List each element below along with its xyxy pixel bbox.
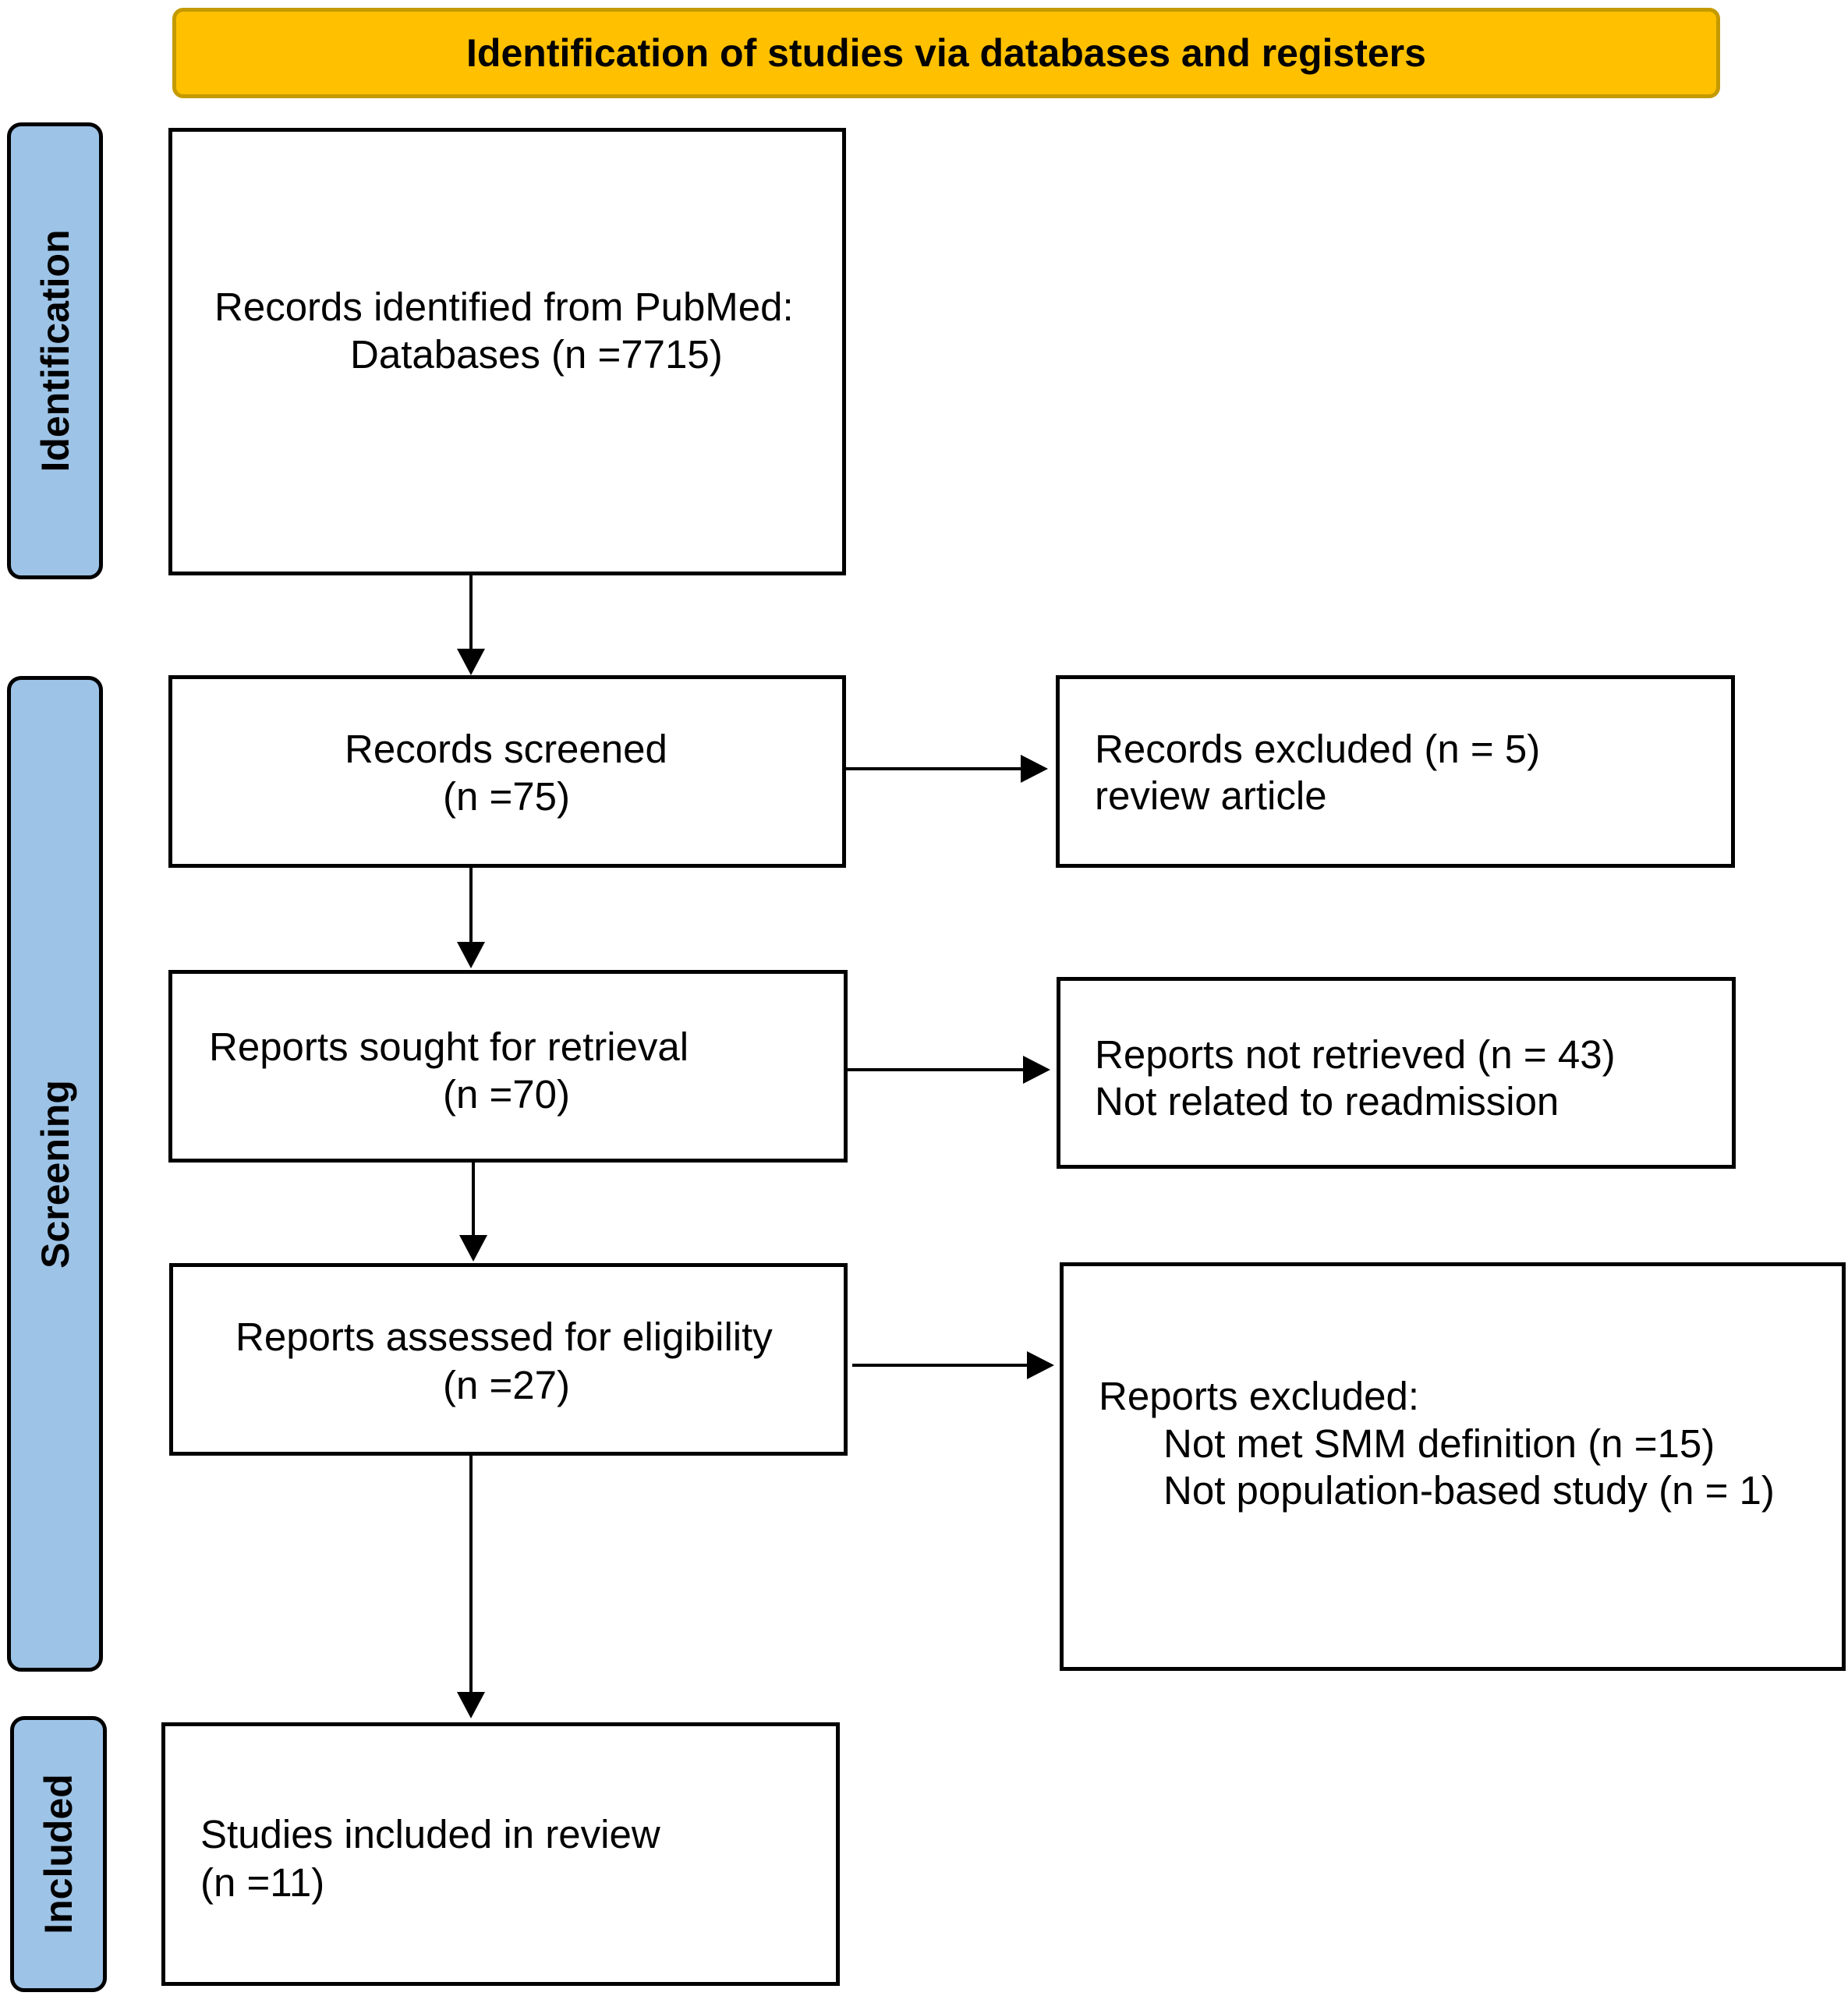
box-reports-not-retrieved-line1: Reports not retrieved (n = 43) <box>1095 1032 1616 1077</box>
box-records-screened-line2: (n =75) <box>443 774 571 819</box>
box-records-identified: Records identified from PubMed: Database… <box>168 128 846 575</box>
header-banner: Identification of studies via databases … <box>172 8 1720 98</box>
box-studies-included-line2: (n =11) <box>200 1860 325 1905</box>
box-records-excluded-line2: review article <box>1095 773 1327 818</box>
arrowhead-assessed <box>459 1235 487 1262</box>
arrowhead-sought <box>457 942 485 968</box>
arrowhead-reports-excluded <box>1027 1351 1054 1379</box>
box-reports-assessed-line1: Reports assessed for eligibility <box>235 1315 773 1359</box>
header-title: Identification of studies via databases … <box>466 31 1426 75</box>
box-reports-excluded-line3: Not population-based study (n = 1) <box>1163 1468 1775 1513</box>
box-reports-sought: Reports sought for retrieval (n =70) <box>168 970 848 1163</box>
phase-screening: Screening <box>7 676 103 1672</box>
box-reports-excluded-line2: Not met SMM definition (n =15) <box>1163 1421 1715 1466</box>
arrowhead-not-retrieved <box>1023 1056 1050 1084</box>
arrowhead-included <box>457 1692 485 1718</box>
phase-identification: Identification <box>7 122 103 579</box>
box-reports-excluded: Reports excluded: Not met SMM definition… <box>1060 1262 1846 1671</box>
arrowhead-screened <box>457 649 485 675</box>
box-studies-included: Studies included in review (n =11) <box>161 1722 840 1986</box>
box-reports-excluded-line1: Reports excluded: <box>1099 1374 1420 1418</box>
box-reports-not-retrieved: Reports not retrieved (n = 43) Not relat… <box>1057 977 1736 1169</box>
box-records-screened: Records screened (n =75) <box>168 675 846 868</box>
box-studies-included-line1: Studies included in review <box>200 1812 660 1856</box>
box-records-identified-line1: Records identified from PubMed: <box>214 285 794 329</box>
box-reports-sought-line2: (n =70) <box>443 1072 571 1117</box>
box-reports-assessed: Reports assessed for eligibility (n =27) <box>169 1263 848 1456</box>
box-records-excluded-line1: Records excluded (n = 5) <box>1095 727 1541 771</box>
box-records-identified-line2: Databases (n =7715) <box>350 332 723 377</box>
phase-included: Included <box>10 1716 107 1992</box>
box-records-excluded: Records excluded (n = 5) review article <box>1056 675 1735 868</box>
arrowhead-records-excluded <box>1021 755 1048 783</box>
box-reports-sought-line1: Reports sought for retrieval <box>209 1025 689 1069</box>
box-reports-assessed-line2: (n =27) <box>443 1363 571 1407</box>
box-records-screened-line1: Records screened <box>345 727 667 771</box>
box-reports-not-retrieved-line2: Not related to readmission <box>1095 1079 1559 1124</box>
